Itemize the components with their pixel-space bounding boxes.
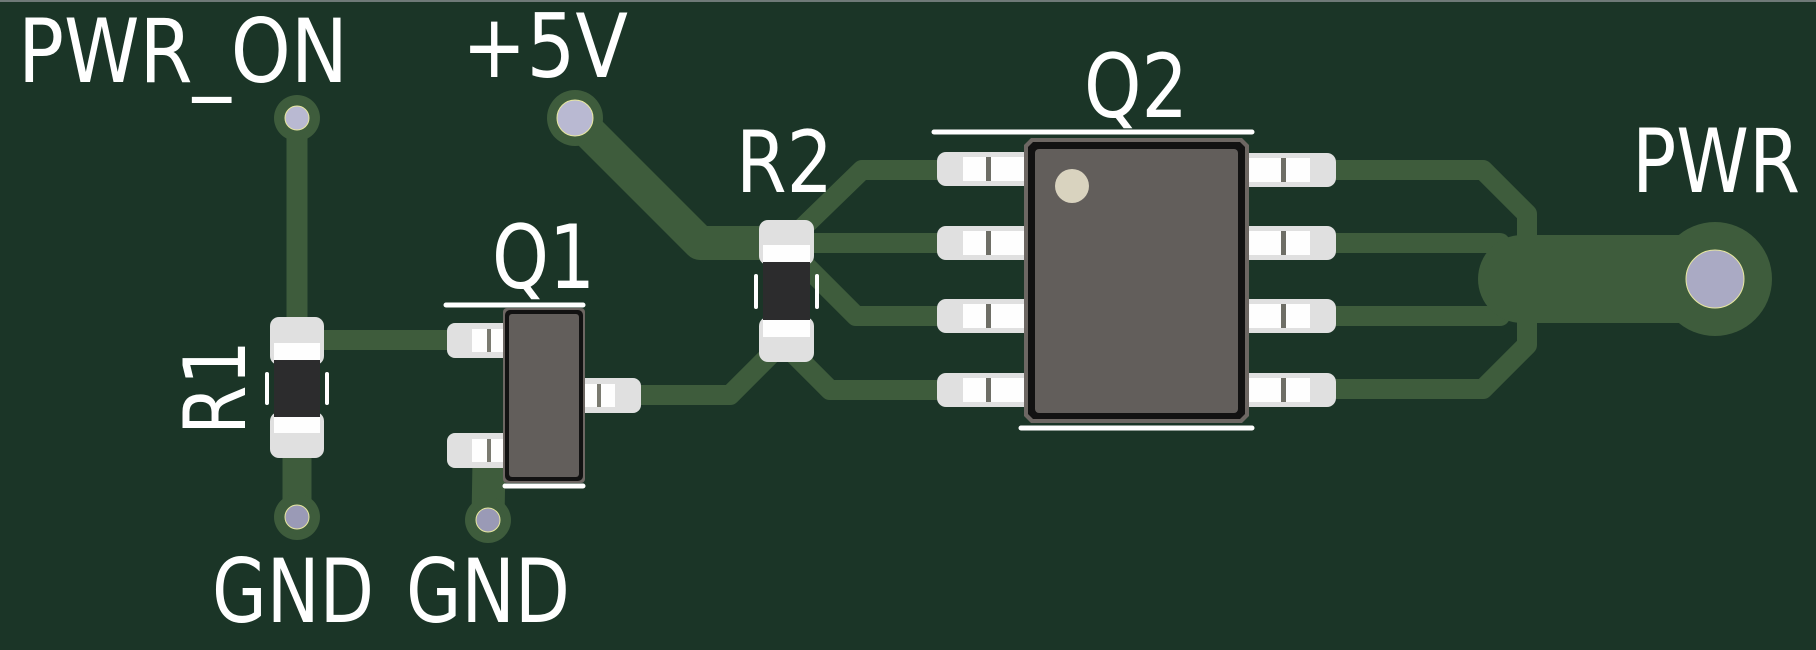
resistor-r2[interactable] bbox=[754, 220, 819, 362]
label-q1: Q1 bbox=[492, 206, 595, 309]
label-gnd-left: GND bbox=[212, 540, 374, 643]
via-plus5v[interactable] bbox=[547, 90, 603, 146]
via-gnd-left[interactable] bbox=[274, 494, 320, 540]
transistor-q1[interactable] bbox=[443, 302, 641, 489]
label-q2: Q2 bbox=[1084, 35, 1188, 138]
q2-left-pads bbox=[937, 152, 1037, 407]
trace-5v-r2 bbox=[558, 101, 802, 260]
label-pwr-on: PWR_ON bbox=[18, 0, 348, 103]
label-r2: R2 bbox=[736, 113, 833, 213]
q1-body bbox=[509, 314, 579, 477]
trace-r2-q2-pin4 bbox=[780, 340, 970, 400]
via-pwr-on[interactable] bbox=[274, 95, 320, 141]
board-edge-line bbox=[0, 0, 1816, 2]
pad-pwr[interactable] bbox=[1658, 222, 1772, 336]
r1-body bbox=[274, 360, 320, 417]
trace-r2-q2-pin3 bbox=[795, 255, 970, 326]
via-gnd-right[interactable] bbox=[465, 497, 511, 543]
r2-body bbox=[763, 262, 810, 320]
trace-r2-q2-pin1 bbox=[785, 160, 970, 245]
label-gnd-right: GND bbox=[406, 540, 570, 643]
trace-q1-r2 bbox=[610, 335, 790, 405]
label-plus5v: +5V bbox=[462, 0, 628, 98]
q2-pin1-marker bbox=[1055, 169, 1089, 203]
q2-right-pads bbox=[1236, 153, 1336, 407]
q2-body bbox=[1035, 149, 1238, 413]
resistor-r1[interactable] bbox=[265, 317, 329, 458]
mosfet-q2[interactable] bbox=[931, 129, 1336, 431]
label-r1: R1 bbox=[166, 340, 266, 435]
copper-traces bbox=[282, 101, 1759, 537]
label-pwr: PWR bbox=[1632, 110, 1800, 213]
